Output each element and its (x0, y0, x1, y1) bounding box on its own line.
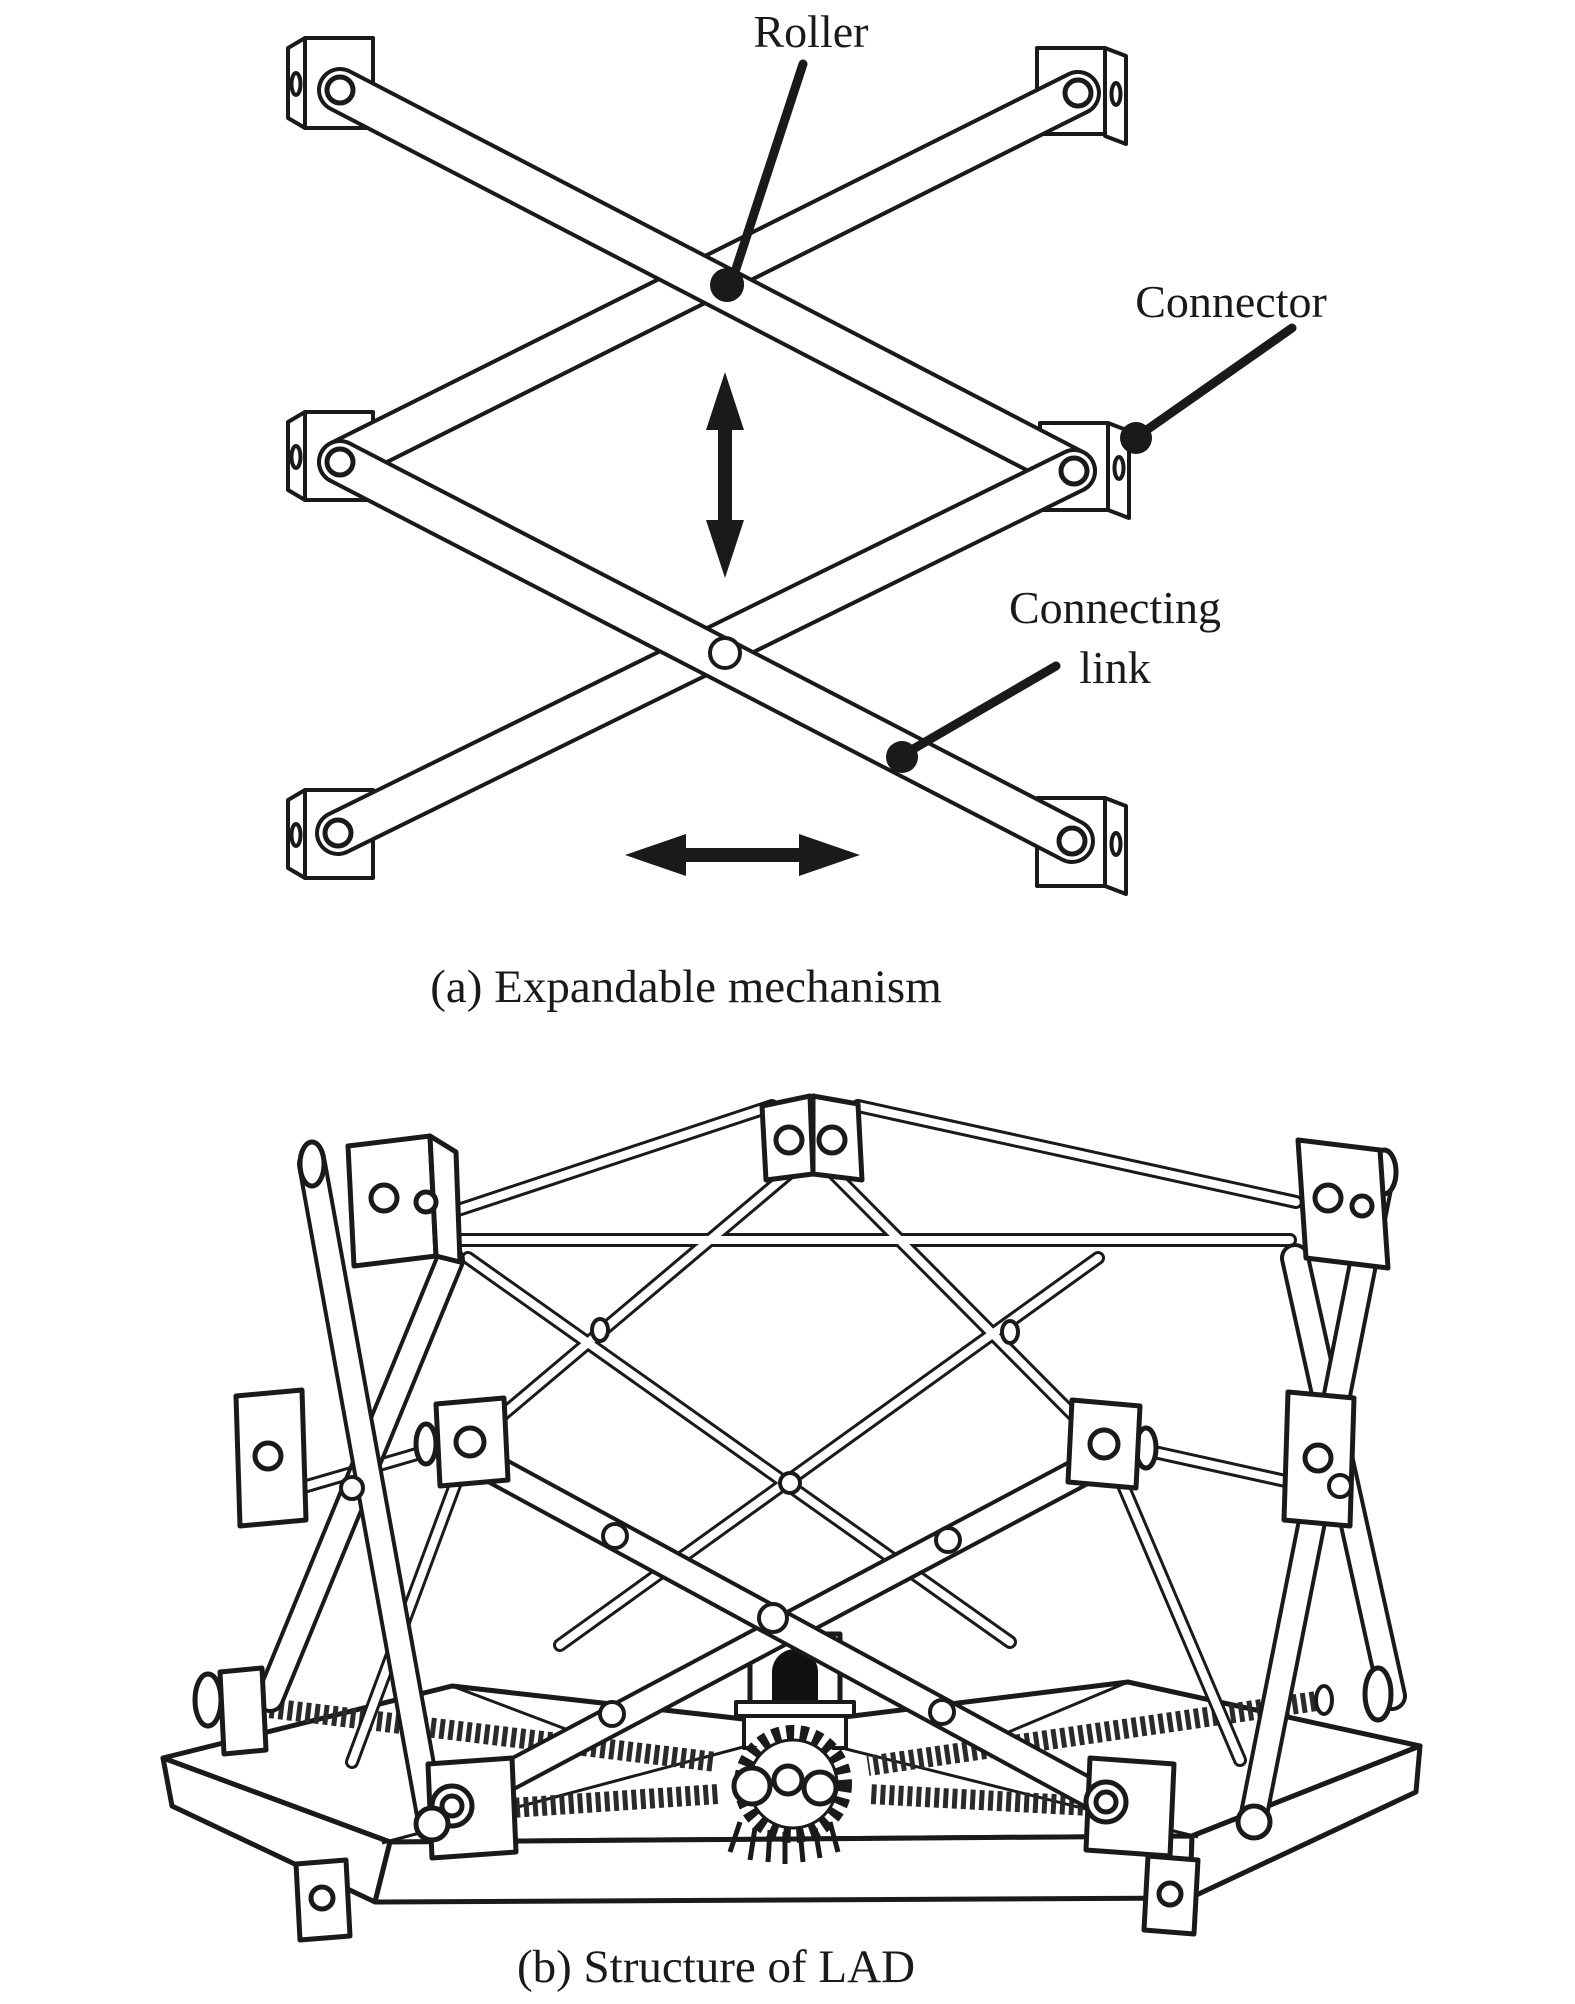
ring-links (293, 1099, 1303, 1769)
connector-label: Connector (1135, 276, 1327, 327)
connecting-link-label: Connecting link (1008, 582, 1222, 693)
lower-scissor-links (315, 439, 1097, 864)
roller-label: Roller (753, 6, 869, 57)
horizontal-motion-arrow-icon (625, 834, 860, 876)
panel-b-caption: (b) Structure of LAD (516, 1941, 916, 1993)
panel-b-drawing (160, 1093, 1423, 1943)
panel-a-drawing (286, 36, 1297, 896)
upper-scissor-links (317, 67, 1101, 494)
pivot-pin-holes (322, 74, 1094, 857)
lead-screws (250, 1690, 1326, 1822)
lad-pin-holes (339, 1317, 1353, 1728)
panel-a-caption: (a) Expandable mechanism (430, 961, 942, 1013)
label-leader-lines (712, 59, 1297, 773)
vertical-motion-arrow-icon (706, 372, 744, 578)
central-gear-unit (727, 1631, 856, 1864)
lad-connector-blocks (192, 1093, 1399, 1943)
